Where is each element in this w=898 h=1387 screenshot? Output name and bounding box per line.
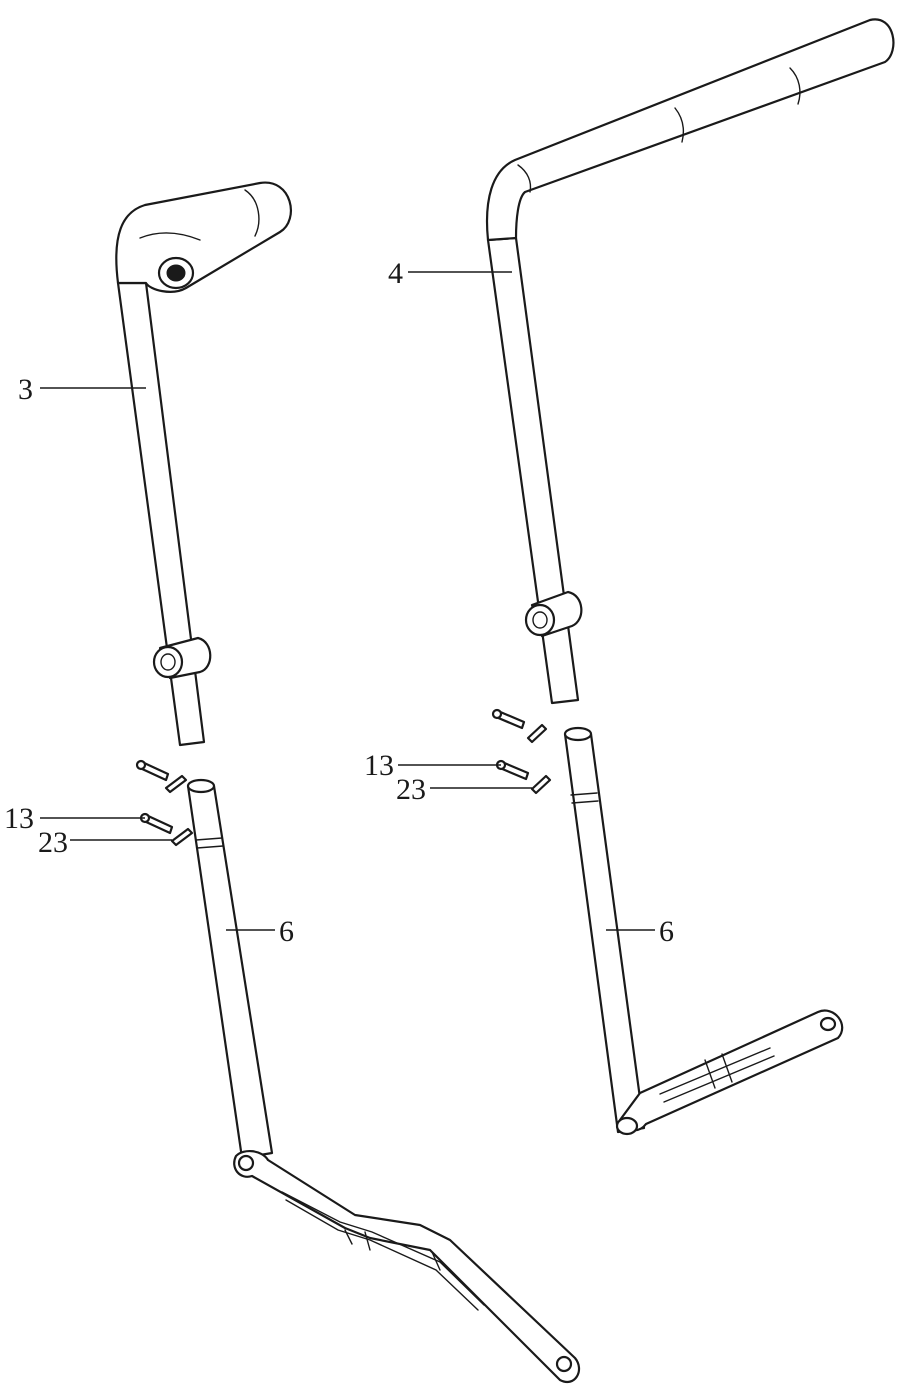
- right-handle-part-4: [485, 18, 895, 705]
- right-pin-23: [530, 774, 552, 795]
- callout-23-right: 23: [396, 773, 426, 806]
- callout-23-left: 23: [38, 826, 68, 859]
- callout-13-right: 13: [364, 749, 394, 782]
- left-fasteners: [135, 759, 194, 847]
- leader-lines: [40, 271, 655, 931]
- callout-6-right: 6: [659, 915, 674, 948]
- left-handle-part-3: [115, 181, 292, 747]
- right-lower-tube-part-6: [563, 726, 844, 1136]
- left-lower-tube-part-6: [186, 778, 581, 1383]
- callout-6-left: 6: [279, 915, 294, 948]
- left-pin-23: [170, 827, 194, 847]
- right-fasteners: [491, 708, 552, 795]
- callout-4: 4: [388, 257, 403, 290]
- callout-13-left: 13: [4, 802, 34, 835]
- callout-3: 3: [18, 373, 33, 406]
